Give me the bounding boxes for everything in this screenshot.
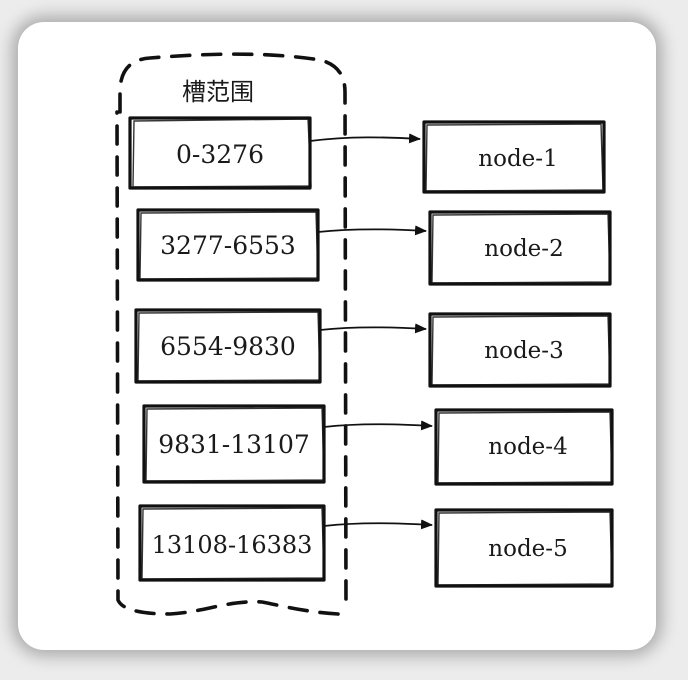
arrow-2 [317, 225, 427, 236]
node-label-2: node-2 [484, 236, 563, 262]
arrow-3 [319, 323, 427, 334]
slot-row-5: 13108-16383 node-5 [138, 504, 614, 588]
slot-row-1: 0-3276 node-1 [128, 116, 606, 194]
node-box-1-sketch [425, 123, 604, 192]
slot-range-label-4: 9831-13107 [158, 430, 310, 459]
node-box-5 [434, 508, 614, 588]
slot-range-label-5: 13108-16383 [152, 531, 313, 559]
arrow-4 [323, 420, 433, 431]
node-box-5-sketch [437, 511, 613, 586]
node-label-1: node-1 [478, 146, 557, 172]
slot-range-box-4-sketch [145, 407, 325, 482]
slot-range-box-4 [142, 404, 326, 484]
node-label-5: node-5 [488, 536, 567, 562]
node-box-4 [434, 408, 614, 486]
node-box-2-sketch [431, 213, 611, 284]
slot-range-box-2 [136, 208, 320, 282]
node-box-3 [428, 312, 612, 388]
slot-range-box-3-sketch [137, 311, 321, 382]
node-box-3-sketch [431, 315, 611, 386]
node-label-3: node-3 [484, 338, 563, 364]
slot-row-3: 6554-9830 node-3 [134, 308, 612, 388]
slot-range-box-3 [134, 308, 322, 384]
slot-range-group-outline [115, 52, 348, 616]
slot-range-box-2-sketch [139, 211, 319, 280]
arrow-1 [309, 133, 421, 144]
slot-row-4: 9831-13107 node-4 [142, 404, 614, 486]
node-label-4: node-4 [488, 434, 567, 460]
node-box-4-sketch [437, 411, 613, 484]
slot-row-2: 3277-6553 node-2 [136, 208, 612, 286]
slot-range-title: 槽范围 [182, 78, 254, 106]
slot-range-label-1: 0-3276 [176, 140, 264, 169]
slot-range-label-2: 3277-6553 [160, 231, 296, 260]
slot-range-box-5-sketch [141, 507, 325, 580]
diagram-card [18, 22, 656, 650]
arrow-5 [323, 519, 433, 530]
node-box-1 [422, 120, 606, 194]
node-box-2 [428, 210, 612, 286]
slot-range-box-5 [138, 504, 326, 582]
slot-range-label-3: 6554-9830 [160, 332, 296, 361]
slot-range-box-1-sketch [132, 118, 312, 188]
